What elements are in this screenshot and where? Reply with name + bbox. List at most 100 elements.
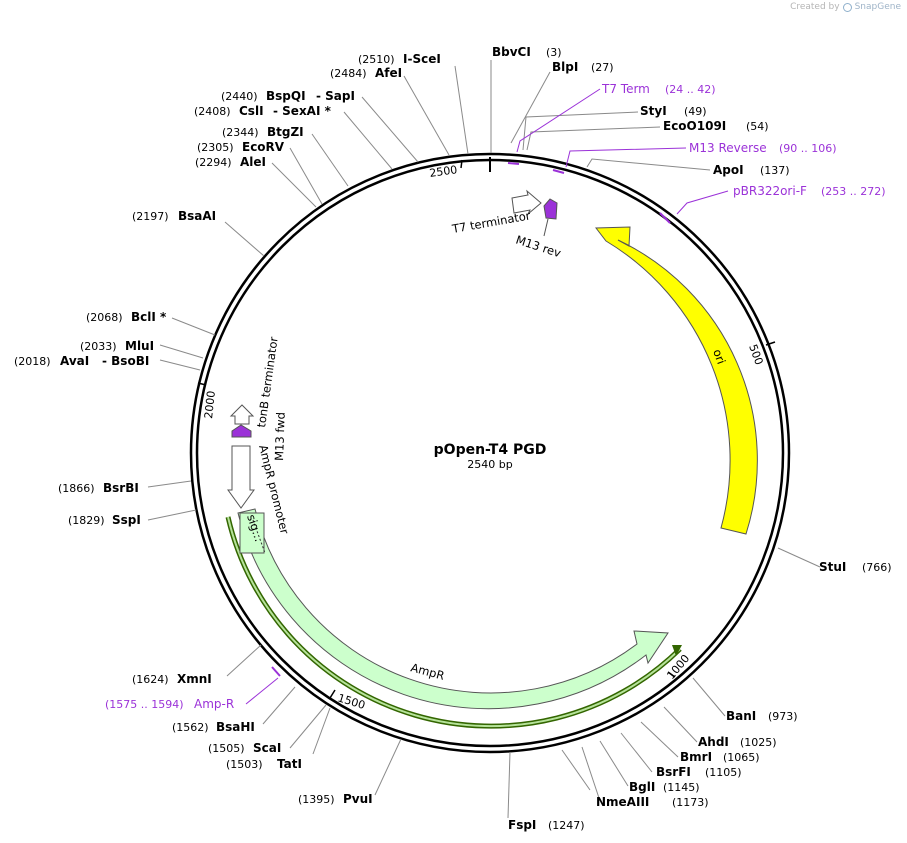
site-leader-lines — [147, 60, 821, 819]
site-pos-styi: (49) — [684, 105, 707, 118]
ampr-promoter-feature[interactable] — [227, 445, 255, 509]
site-name-pvui[interactable]: PvuI — [343, 792, 373, 806]
site-name-bsobi[interactable]: - BsoBI — [102, 354, 149, 368]
site-pos-bani: (973) — [768, 710, 798, 723]
primer-name-amp-r[interactable]: Amp-R — [194, 697, 234, 711]
site-name-csli[interactable]: CslI — [239, 104, 264, 118]
site-pos-bsrfi: (1105) — [705, 766, 742, 779]
site-name-fspi[interactable]: FspI — [508, 818, 536, 832]
primer-name-m13-reverse[interactable]: M13 Reverse — [689, 141, 767, 155]
site-name-stui[interactable]: StuI — [819, 560, 846, 574]
site-pos-csli: (2408) — [194, 105, 231, 118]
primer-range-amp-r: (1575 .. 1594) — [105, 698, 184, 711]
primer-name-t7-term[interactable]: T7 Term — [601, 82, 650, 96]
m13-fwd-feature[interactable] — [231, 424, 252, 438]
site-pos-nmeaiii: (1173) — [672, 796, 709, 809]
site-name-btgzi[interactable]: BtgZI — [267, 125, 304, 139]
site-name-scai[interactable]: ScaI — [253, 741, 281, 755]
site-name-avai[interactable]: AvaI — [60, 354, 89, 368]
site-pos-ahdi: (1025) — [740, 736, 777, 749]
site-name-bmri[interactable]: BmrI — [680, 750, 712, 764]
site-pos-bgli: (1145) — [663, 781, 700, 794]
site-pos-xmni: (1624) — [132, 673, 169, 686]
credit-brand: SnapGene — [854, 2, 901, 12]
signal-sequence-box[interactable] — [239, 512, 265, 554]
site-pos-pvui: (1395) — [298, 793, 335, 806]
m13-rev-feature[interactable] — [543, 198, 558, 220]
m13-fwd-label: M13 fwd — [272, 412, 288, 461]
site-pos-bsrbi: (1866) — [58, 482, 95, 495]
site-pos-fspi: (1247) — [548, 819, 585, 832]
site-pos-alei: (2294) — [195, 156, 232, 169]
site-name-sapi[interactable]: - SapI — [316, 89, 355, 103]
ori-feature[interactable] — [595, 226, 758, 535]
site-name-bani[interactable]: BanI — [726, 709, 756, 723]
site-name-bsahi[interactable]: BsaHI — [216, 720, 255, 734]
snapgene-logo-icon — [842, 2, 852, 12]
site-pos-blpi: (27) — [591, 61, 614, 74]
site-name-blpi[interactable]: BlpI — [552, 60, 578, 74]
t7-terminator-feature[interactable] — [511, 189, 542, 215]
site-pos-mlui: (2033) — [80, 340, 117, 353]
site-name-bspqi[interactable]: BspQI — [266, 89, 306, 103]
primer-labels: T7 Term (24 .. 42) M13 Reverse (90 .. 10… — [105, 82, 886, 711]
site-name-tati[interactable]: TatI — [277, 757, 302, 771]
site-name-ahdi[interactable]: AhdI — [698, 735, 729, 749]
ampr-feature[interactable] — [237, 508, 669, 710]
site-pos-ecoo109i: (54) — [746, 120, 769, 133]
snapgene-credit: Created by SnapGene — [790, 2, 901, 12]
site-pos-bmri: (1065) — [723, 751, 760, 764]
site-name-sspi[interactable]: SspI — [112, 513, 141, 527]
site-pos-bbvci: (3) — [546, 46, 562, 59]
tonb-terminator-feature[interactable] — [229, 404, 255, 425]
m13-rev-label: M13 rev — [514, 233, 563, 261]
ori-label: ori — [710, 347, 728, 366]
site-name-bsrbi[interactable]: BsrBI — [103, 481, 139, 495]
site-pos-sspi: (1829) — [68, 514, 105, 527]
primer-range-pbr322ori-f: (253 .. 272) — [821, 185, 886, 198]
site-name-nmeaiii[interactable]: NmeAIII — [596, 795, 649, 809]
site-name-apoi[interactable]: ApoI — [713, 163, 744, 177]
site-pos-apoi: (137) — [760, 164, 790, 177]
primer-range-m13-reverse: (90 .. 106) — [779, 142, 837, 155]
site-pos-afei: (2484) — [330, 67, 367, 80]
site-pos-ecorv: (2305) — [197, 141, 234, 154]
site-name-sexai[interactable]: - SexAI * — [273, 104, 332, 118]
site-name-bsrfi[interactable]: BsrFI — [656, 765, 691, 779]
site-pos-bspqi: (2440) — [221, 90, 258, 103]
primer-range-t7-term: (24 .. 42) — [665, 83, 716, 96]
site-pos-scai: (1505) — [208, 742, 245, 755]
site-pos-btgzi: (2344) — [222, 126, 259, 139]
primer-leader-lines — [245, 88, 729, 705]
site-pos-bsahi: (1562) — [172, 721, 209, 734]
site-pos-iscei: (2510) — [358, 53, 395, 66]
site-name-mlui[interactable]: MluI — [125, 339, 154, 353]
credit-created-by: Created by — [790, 2, 840, 12]
site-pos-bsaai: (2197) — [132, 210, 169, 223]
site-pos-stui: (766) — [862, 561, 892, 574]
plasmid-length: 2540 bp — [467, 458, 512, 471]
site-name-alei[interactable]: AleI — [240, 155, 266, 169]
site-pos-bcli: (2068) — [86, 311, 123, 324]
primer-marks — [271, 162, 671, 677]
site-name-iscei[interactable]: I-SceI — [403, 52, 441, 66]
site-name-bgli[interactable]: BglI — [629, 780, 655, 794]
site-name-afei[interactable]: AfeI — [375, 66, 402, 80]
plasmid-title: pOpen-T4 PGD — [434, 442, 547, 458]
site-pos-tati: (1503) — [226, 758, 263, 771]
ampr-label: AmpR — [409, 660, 446, 682]
ampr-orf-arrowhead — [672, 645, 682, 656]
primer-name-pbr322ori-f[interactable]: pBR322ori-F — [733, 184, 807, 198]
ruler-label-2500: 2500 — [429, 163, 459, 180]
site-name-xmni[interactable]: XmnI — [177, 672, 212, 686]
site-name-bcli[interactable]: BclI * — [131, 310, 167, 324]
site-name-styi[interactable]: StyI — [640, 104, 667, 118]
ruler-label-2000: 2000 — [202, 390, 218, 419]
site-name-bsaai[interactable]: BsaAI — [178, 209, 216, 223]
site-name-ecorv[interactable]: EcoRV — [242, 140, 285, 154]
site-pos-avai: (2018) — [14, 355, 51, 368]
site-name-ecoo109i[interactable]: EcoO109I — [663, 119, 726, 133]
site-name-bbvci[interactable]: BbvCI — [492, 45, 531, 59]
site-labels: BbvCI (3) BlpI (27) StyI (49) EcoO109I (… — [14, 45, 892, 832]
